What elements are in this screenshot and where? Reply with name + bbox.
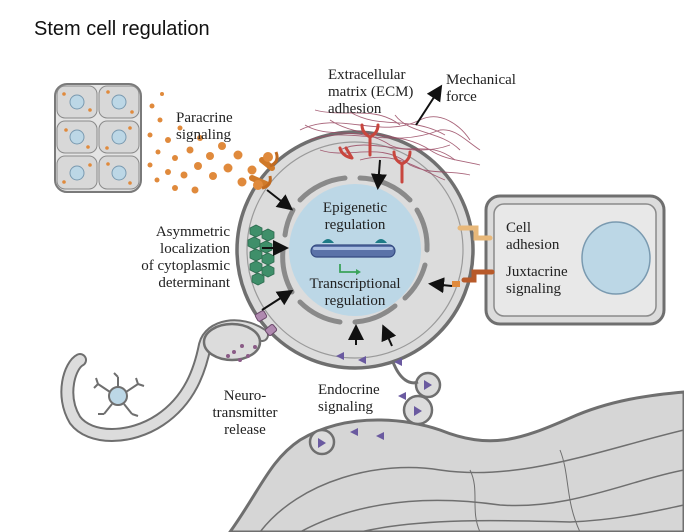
neuron (60, 319, 269, 442)
ecm-receptors (338, 123, 412, 184)
stem-cell (235, 130, 475, 385)
bottom-tissue (228, 390, 684, 532)
cytoplasmic-determinants (247, 224, 275, 286)
figure-title: Stem cell regulation (34, 18, 210, 40)
endocrine-vesicles (308, 371, 442, 456)
endocrine-hormones (336, 352, 406, 440)
paracrine-signal-molecules (147, 92, 257, 194)
cell-adhesion-molecule (457, 225, 493, 241)
signal-arrows (261, 84, 453, 347)
adjacent-cell (484, 194, 666, 326)
chromatin (310, 239, 396, 275)
neurotransmitter-receptors (254, 310, 278, 336)
juxtacrine-molecule (452, 269, 495, 287)
paracrine-cell-cluster (54, 83, 142, 193)
nuclear-envelope (280, 175, 430, 325)
paracrine-receptors (249, 151, 279, 190)
